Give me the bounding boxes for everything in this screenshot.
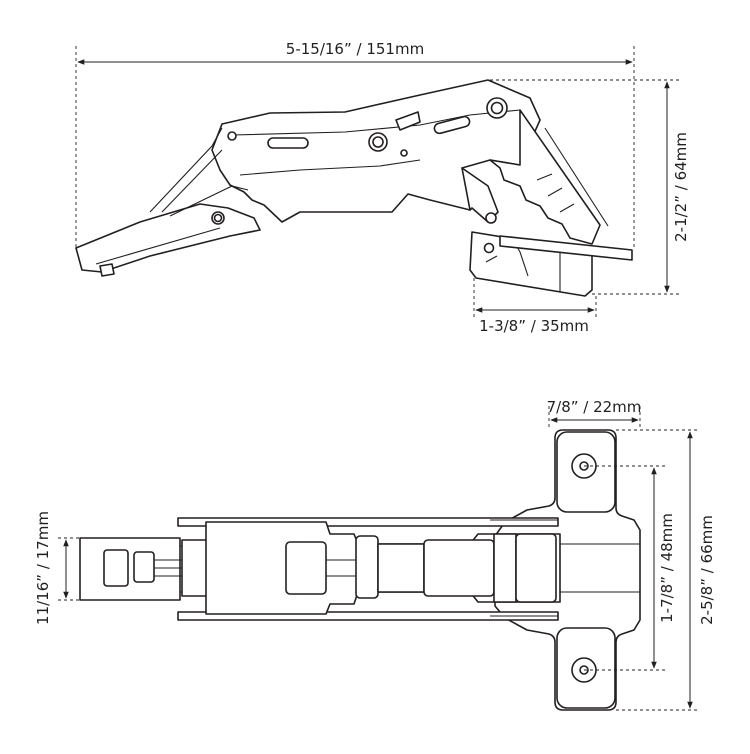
hinge-rod bbox=[499, 235, 633, 261]
hinge-side-view bbox=[75, 79, 633, 297]
overall-length-label: 5-15/16” / 151mm bbox=[286, 40, 424, 58]
body-slot-upper bbox=[433, 115, 471, 135]
top-rivet-box bbox=[285, 541, 327, 595]
body-slot bbox=[267, 137, 309, 149]
cup-pin bbox=[483, 242, 495, 254]
side-dimensions: 5-15/16” / 151mm 2-1/2” / 64mm 1-3/8” / … bbox=[75, 40, 690, 335]
hole-spacing-label: 1-7/8” / 48mm bbox=[658, 513, 676, 623]
top-dimensions: 7/8” / 22mm 1-7/8” / 48mm 2-5/8” / 66mm … bbox=[34, 398, 716, 711]
cup-diameter-label: 1-3/8” / 35mm bbox=[479, 317, 589, 335]
arm-end bbox=[79, 537, 181, 601]
hinge-top-view bbox=[79, 429, 641, 711]
link-pin bbox=[485, 212, 497, 224]
side-height-label: 2-1/2” / 64mm bbox=[672, 132, 690, 242]
arm-width-label: 11/16” / 17mm bbox=[34, 511, 52, 625]
plate-height-label: 2-5/8” / 66mm bbox=[698, 515, 716, 625]
plate-width-label: 7/8” / 22mm bbox=[547, 398, 642, 416]
